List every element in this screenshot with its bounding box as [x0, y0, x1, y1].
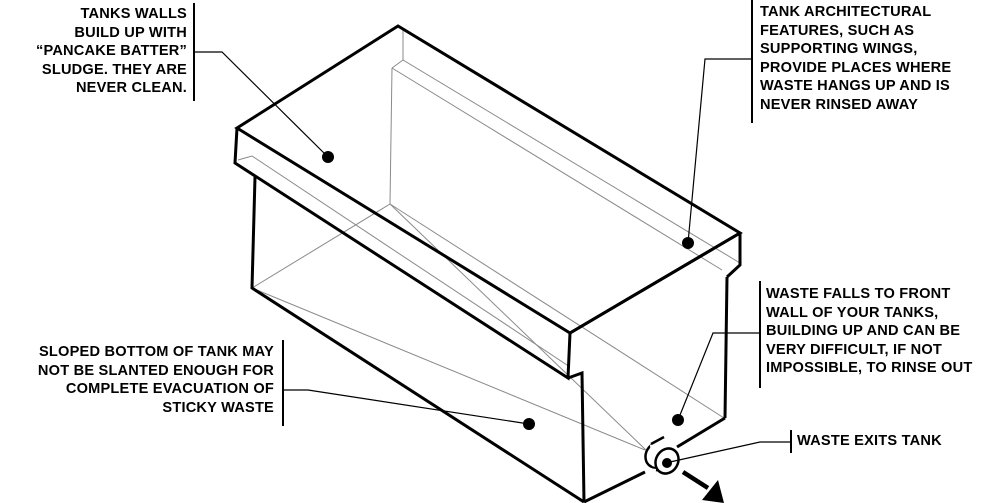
- callout-line: NEVER CLEAN.: [75, 80, 187, 96]
- lid-top: [234, 24, 743, 335]
- leader-tank-walls: [193, 51, 329, 158]
- callout-tank-walls: TANKS WALLS BUILD UP WITH “PANCAKE BATTE…: [36, 5, 187, 98]
- callout-line: PROVIDE PLACES WHERE: [760, 59, 952, 76]
- callout-bar-architectural: [751, 0, 753, 123]
- dot-architectural: [682, 237, 694, 249]
- dot-sloped-bottom: [523, 418, 535, 430]
- callout-line: “PANCAKE BATTER”: [35, 43, 187, 59]
- lid-underside-ledge: [237, 155, 571, 368]
- floor-right-edge: [389, 203, 725, 419]
- callout-bar-sloped-bottom: [282, 340, 284, 426]
- callout-line: IMPOSSIBLE, TO RINSE OUT: [766, 360, 973, 376]
- tank-outline: [233, 24, 743, 503]
- callout-architectural: TANK ARCHITECTURAL FEATURES, SUCH AS SUP…: [760, 3, 951, 114]
- leader-exit: [669, 441, 790, 463]
- lid-right-face: [725, 233, 742, 279]
- callout-line: SUPPORTING WINGS,: [760, 41, 918, 57]
- callout-line: VERY DIFFICULT, IF NOT: [766, 341, 943, 358]
- callout-line: WALL OF YOUR TANKS,: [766, 304, 939, 321]
- callout-bar-exit: [790, 430, 792, 453]
- callout-line: NEVER RINSED AWAY: [760, 96, 919, 113]
- back-wall-vertical: [389, 67, 393, 205]
- leader-lines: [193, 51, 790, 463]
- callout-line: TANKS WALLS: [80, 6, 187, 22]
- back-wall-ledge: [391, 67, 723, 271]
- callout-bar-front-wall: [759, 281, 761, 388]
- callout-line: WASTE HANGS UP AND IS: [760, 78, 950, 94]
- right-wall: [723, 276, 729, 419]
- exit-arrowhead-icon: [702, 480, 724, 503]
- callout-front-wall: WASTE FALLS TO FRONT WALL OF YOUR TANKS,…: [766, 285, 972, 378]
- dot-front-wall: [672, 414, 684, 426]
- outlet-pipe: [644, 435, 680, 475]
- callout-line: STICKY WASTE: [162, 399, 274, 416]
- callout-line: BUILD UP WITH: [74, 24, 187, 41]
- callout-line: WASTE EXITS TANK: [797, 433, 942, 449]
- callout-exit: WASTE EXITS TANK: [797, 432, 942, 451]
- hidden-lines: [237, 30, 741, 453]
- callout-line: SLUDGE. THEY ARE: [41, 61, 187, 78]
- floor-slope-left: [251, 287, 646, 451]
- callout-line: TANK ARCHITECTURAL: [760, 4, 932, 20]
- callout-sloped-bottom: SLOPED BOTTOM OF TANK MAY NOT BE SLANTED…: [38, 343, 274, 417]
- front-notch: [567, 370, 586, 503]
- leader-front-wall: [677, 332, 759, 421]
- back-wall-inner-edge: [391, 59, 404, 69]
- leader-sloped-bottom: [282, 389, 530, 425]
- callout-bar-tank-walls: [193, 3, 195, 101]
- callout-line: NOT BE SLANTED ENOUGH FOR: [37, 362, 274, 379]
- dot-tank-walls: [322, 151, 334, 163]
- dot-exit: [662, 458, 672, 468]
- callout-line: WASTE FALLS TO FRONT: [766, 286, 951, 302]
- callout-line: FEATURES, SUCH AS: [760, 22, 915, 39]
- front-bottom-edge: [583, 470, 646, 503]
- left-wall: [250, 176, 585, 503]
- floor-left-edge: [251, 203, 391, 289]
- lid-front-face: [233, 127, 572, 381]
- callout-dots: [322, 151, 694, 468]
- floor-diagonal: [389, 203, 649, 453]
- right-bottom-edge: [676, 416, 726, 449]
- callout-line: COMPLETE EVACUATION OF: [65, 381, 274, 397]
- lid-front-bottom: [569, 231, 741, 335]
- callout-line: SLOPED BOTTOM OF TANK MAY: [39, 344, 274, 360]
- callout-line: BUILDING UP AND CAN BE: [766, 323, 961, 339]
- exit-arrow-icon: [681, 470, 710, 490]
- leader-architectural: [687, 58, 751, 244]
